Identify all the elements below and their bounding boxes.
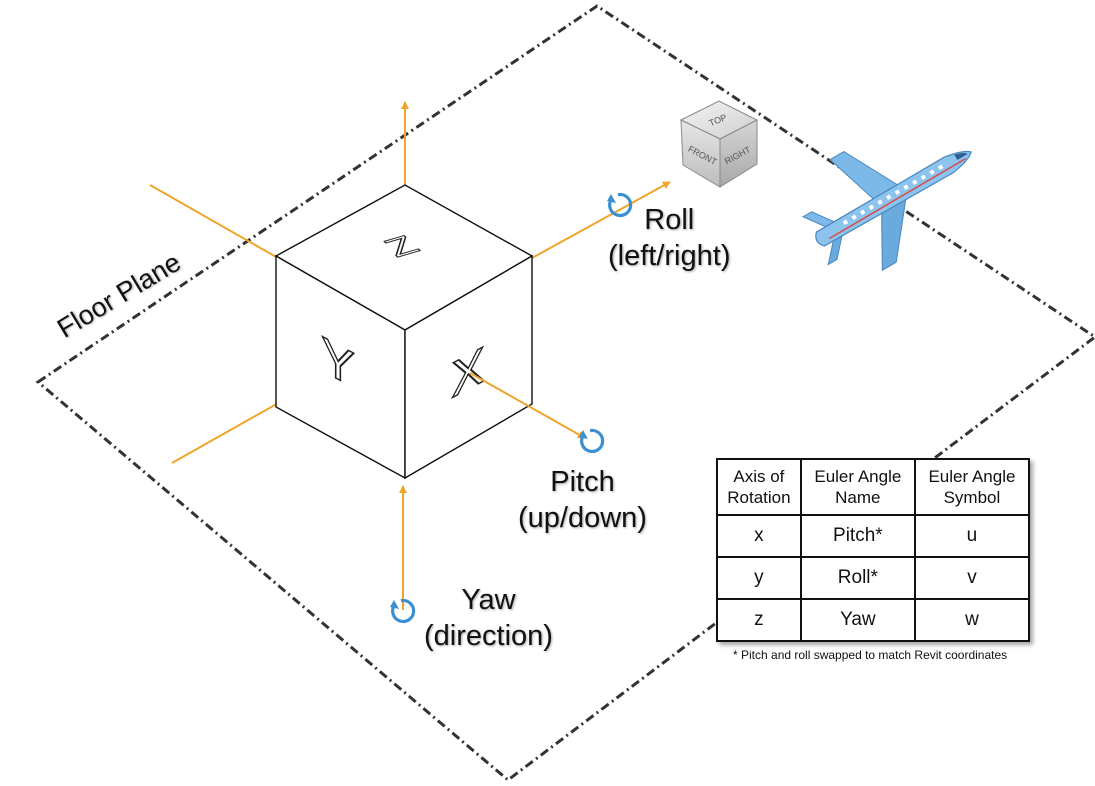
pitch-label: Pitch (up/down) bbox=[518, 464, 647, 536]
view-cube-icon: TOP FRONT RIGHT bbox=[679, 100, 759, 188]
rotation-arrow-icon bbox=[607, 192, 633, 218]
cell-axis: x bbox=[716, 514, 802, 558]
floor-plane bbox=[35, 4, 1095, 782]
table-footnote: * Pitch and roll swapped to match Revit … bbox=[733, 648, 1008, 662]
cell-axis: z bbox=[716, 598, 802, 642]
yaw-label: Yaw (direction) bbox=[424, 582, 553, 654]
roll-desc: (left/right) bbox=[608, 240, 731, 272]
table-row: y Roll* v bbox=[716, 556, 1031, 600]
axis-line-roll bbox=[531, 181, 671, 259]
coordinate-cube bbox=[274, 184, 534, 480]
cell-symbol: v bbox=[913, 556, 1031, 600]
cell-symbol: u bbox=[913, 514, 1031, 558]
pitch-desc: (up/down) bbox=[518, 502, 647, 534]
cell-axis: y bbox=[716, 556, 802, 600]
rotation-arrow-icon bbox=[579, 428, 605, 454]
pitch-name: Pitch bbox=[550, 466, 615, 498]
cell-name: Roll* bbox=[799, 556, 916, 600]
axis-line-pitch bbox=[469, 372, 586, 439]
airplane-icon bbox=[801, 150, 972, 272]
rotation-arrow-icon bbox=[390, 598, 416, 624]
cell-name: Pitch* bbox=[799, 514, 916, 558]
yaw-name: Yaw bbox=[461, 584, 516, 616]
table-row: x Pitch* u bbox=[716, 514, 1031, 558]
cell-name: Yaw bbox=[799, 598, 916, 642]
yaw-desc: (direction) bbox=[424, 620, 553, 652]
roll-name: Roll bbox=[644, 204, 695, 236]
axis-line-y-back bbox=[149, 184, 279, 259]
roll-label: Roll (left/right) bbox=[608, 202, 730, 274]
cell-symbol: w bbox=[913, 598, 1031, 642]
table-row: z Yaw w bbox=[716, 598, 1031, 642]
